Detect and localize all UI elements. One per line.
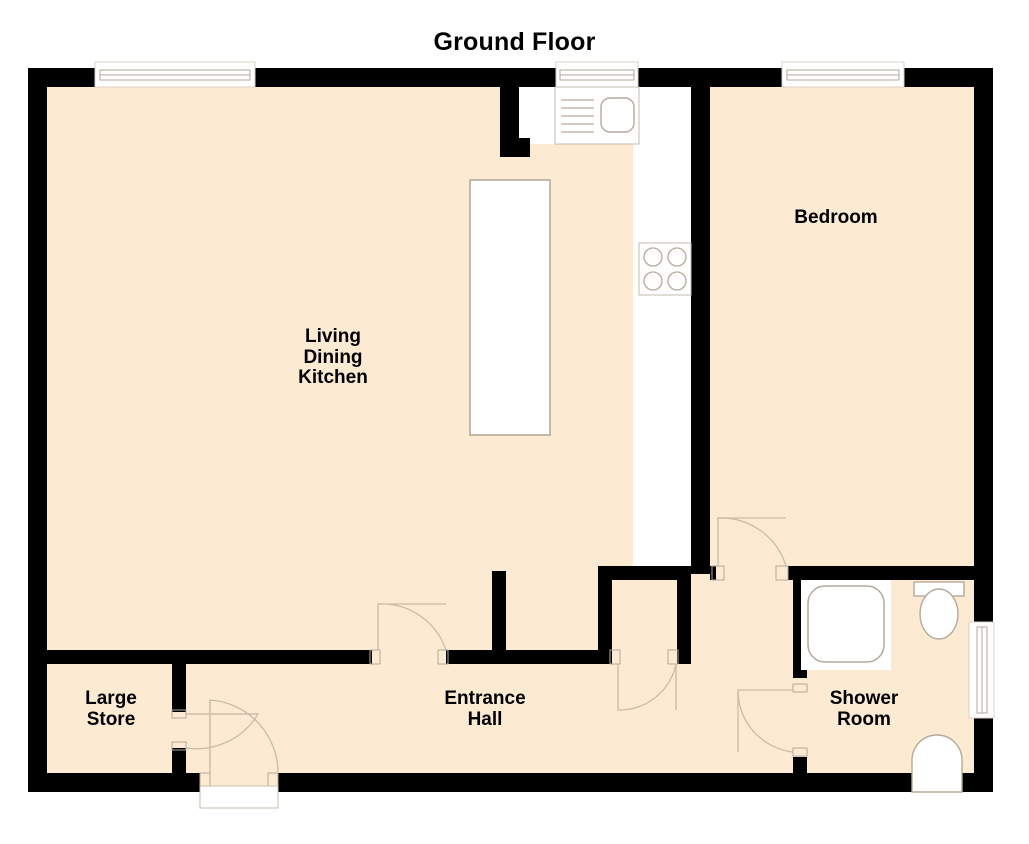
corner-bottom-right [974,773,993,792]
shower-room-fixtures [801,580,965,793]
wall-cupboard-right [677,566,691,664]
front-door[interactable] [199,699,279,809]
door-large-store[interactable] [171,709,260,751]
wall-store-top [47,655,177,664]
door-living-room[interactable] [369,603,449,665]
kitchen-island [469,179,551,436]
wall-hall-top-left [47,650,607,664]
door-bedroom[interactable] [711,517,789,581]
wall-hall-stub [492,571,506,655]
wall-cupboard-top [598,566,691,580]
shower-tray [807,585,885,663]
room-label-large-store: Large Store [85,688,137,730]
kitchen-worktop-notch [519,86,555,144]
wall-left [28,68,47,792]
room-label-bedroom: Bedroom [794,207,878,228]
toilet-pan [919,588,959,640]
door-shower-room[interactable] [737,683,808,757]
doors [171,517,808,809]
wall-store-right-lower [172,745,186,792]
wall-kitchen-stub-horizontal [500,138,530,157]
kitchen-sink-basin [600,97,635,133]
kitchen-galley-strip [633,82,691,570]
window-living-top-left [94,61,256,88]
wall-shower-left-lower [793,757,807,792]
kitchen-hob [638,242,692,296]
windows [94,61,995,719]
wall-right [974,68,993,792]
wall-cupboard-left [598,566,612,664]
window-bedroom-top [781,61,905,88]
window-kitchen-top [555,61,639,88]
room-label-living-dining-kitchen: Living Dining Kitchen [298,326,368,388]
window-shower-room-side [968,621,995,719]
wall-shower-top [793,566,974,580]
wall-store-right-upper [172,655,186,715]
kitchen-fixtures [469,86,692,436]
corner-bottom-left [28,773,47,792]
wall-top [28,68,993,87]
toilet [913,581,965,640]
door-cupboard[interactable] [609,649,679,711]
corner-top-right [974,68,993,87]
kitchen-sink-drainer [561,99,594,133]
room-label-shower-room: Shower Room [829,688,899,730]
room-label-entrance-hall: Entrance Hall [444,688,526,730]
wall-bedroom-left [691,87,710,574]
corner-top-left [28,68,47,87]
page-title: Ground Floor [433,28,596,56]
wash-basin [911,734,963,793]
